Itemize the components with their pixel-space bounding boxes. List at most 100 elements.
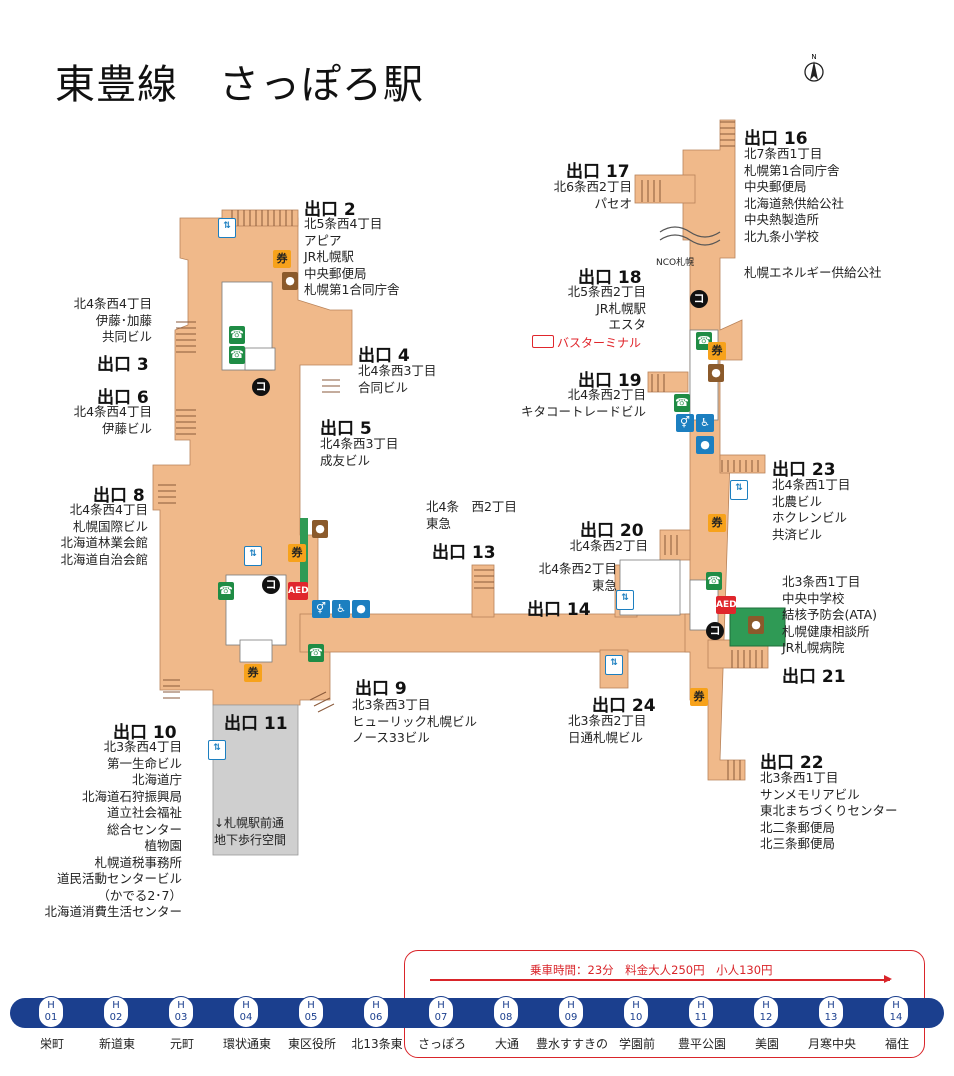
phone-icon: ☎	[229, 326, 245, 344]
exit-19-label: 出口 19	[578, 371, 642, 391]
station-code: H	[177, 1000, 185, 1011]
station-code: H	[697, 1000, 705, 1011]
station-num: 09	[564, 1012, 578, 1023]
station-name[interactable]: 福住	[884, 1037, 910, 1051]
station-name[interactable]: 月寒中央	[807, 1037, 857, 1051]
station-code: H	[112, 1000, 120, 1011]
accessible-icon: ♿	[696, 414, 714, 432]
station-office-icon: ●	[282, 272, 298, 290]
station-code: H	[372, 1000, 380, 1011]
exit-23-label: 出口 23	[772, 460, 836, 480]
station-name[interactable]: 元町	[169, 1037, 195, 1051]
walkway-line-2: 地下歩行空間	[214, 833, 287, 847]
station-num: 08	[499, 1012, 513, 1023]
exit-3-desc: 北4条西4丁目伊藤･加藤共同ビル	[73, 296, 152, 344]
ticket-machine-icon: 券	[708, 342, 726, 360]
exit-17-desc: 北6条西2丁目パセオ	[553, 179, 632, 211]
ticket-machine-icon: 券	[273, 250, 291, 268]
ticket-machine-icon: 券	[244, 664, 262, 682]
station-num: 10	[629, 1012, 643, 1023]
station-name[interactable]: 大通	[494, 1037, 520, 1051]
ticket-machine-icon: 券	[288, 544, 306, 562]
exit-16-desc: 北7条西1丁目札幌第1合同庁舎中央郵便局北海道熱供給公社中央熱製造所北九条小学校	[744, 146, 845, 244]
exit-19-desc: 北4条西2丁目キタコートレードビル	[520, 387, 646, 419]
exit-23-desc: 北4条西1丁目北農ビルホクレンビル共済ビル	[772, 477, 851, 542]
station-name[interactable]: 美園	[754, 1037, 780, 1051]
station-code: H	[762, 1000, 770, 1011]
station-num: 03	[174, 1012, 188, 1023]
station-code: H	[632, 1000, 640, 1011]
exit-9-label: 出口 9	[355, 679, 407, 699]
exit-17-label: 出口 17	[566, 162, 630, 182]
station-code: H	[47, 1000, 55, 1011]
ticket-machine-icon: 券	[708, 514, 726, 532]
toho-line-bar	[10, 998, 944, 1028]
station-code: H	[242, 1000, 250, 1011]
exit-8-desc: 北4条西4丁目札幌国際ビル北海道林業会館北海道自治会館	[60, 502, 148, 567]
exit-20-desc: 北4条西2丁目	[569, 538, 648, 553]
exit-8-label: 出口 8	[93, 486, 145, 506]
corridor-main	[299, 613, 691, 653]
direction-arrow-icon	[430, 976, 892, 982]
exit-13-label: 出口 13	[432, 543, 496, 563]
accessible-icon: ♿	[332, 600, 350, 618]
nco-label: NCO札幌	[656, 258, 695, 268]
station-office-icon: ●	[748, 616, 764, 634]
station-num: 02	[109, 1012, 123, 1023]
station-num: 06	[369, 1012, 383, 1023]
phone-icon: ☎	[706, 572, 722, 590]
exit-4-label: 出口 4	[358, 346, 410, 366]
elevator-icon: ⇅	[605, 655, 623, 675]
station-name[interactable]: 学園前	[618, 1037, 656, 1051]
station-name[interactable]: 環状通東	[222, 1037, 272, 1051]
exit-22-desc: 北3条西1丁目サンメモリアビル東北まちづくりセンター北二条郵便局北三条郵便局	[760, 770, 898, 851]
phone-icon: ☎	[229, 346, 245, 364]
station-num: 01	[44, 1012, 58, 1023]
exit-22-label: 出口 22	[760, 753, 824, 773]
station-name[interactable]: 新道東	[98, 1037, 136, 1051]
exit-24-label: 出口 24	[592, 696, 656, 716]
page-title: 東豊線 さっぽろ駅	[55, 62, 424, 108]
exit-13-desc: 北4条 西2丁目東急	[426, 499, 517, 531]
station-name[interactable]: さっぽろ	[417, 1037, 467, 1051]
station-office-icon: ●	[708, 364, 724, 382]
station-name[interactable]: 栄町	[39, 1037, 65, 1051]
exit-6-label: 出口 6	[97, 388, 149, 408]
elevator-icon: ⇅	[616, 590, 634, 610]
exit-5-desc: 北4条西3丁目成友ビル	[320, 436, 399, 468]
phone-icon: ☎	[218, 582, 234, 600]
station-name[interactable]: 東区役所	[287, 1037, 337, 1051]
exit-21-label: 出口 21	[782, 667, 846, 687]
station-num: 11	[694, 1012, 708, 1023]
station-code: H	[307, 1000, 315, 1011]
station-name[interactable]: 豊平公園	[677, 1037, 727, 1051]
station-name[interactable]: 豊水すすきの	[535, 1037, 609, 1051]
exit-24-desc: 北3条西2丁目日通札幌ビル	[568, 713, 647, 745]
station-num: 14	[889, 1012, 903, 1023]
elevator-icon: ⇅	[218, 218, 236, 238]
station-num: 07	[434, 1012, 448, 1023]
station-office-icon: ●	[312, 520, 328, 538]
concourse-east	[682, 119, 746, 781]
station-name[interactable]: 北13条東	[351, 1037, 403, 1051]
